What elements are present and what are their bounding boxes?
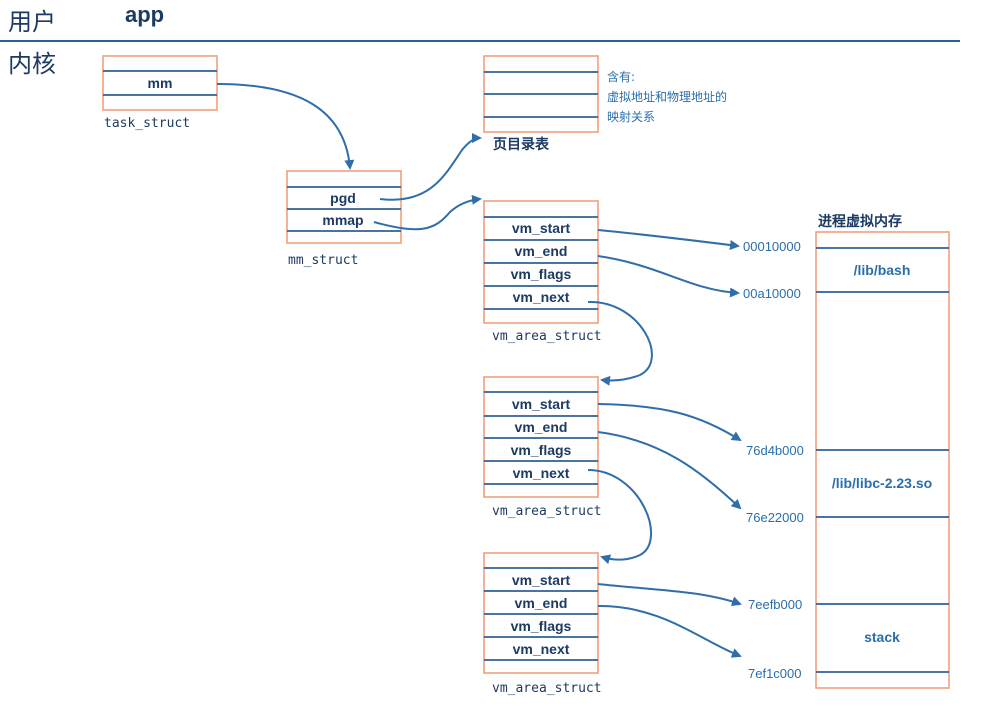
page-table-note-line-1: 含有: — [607, 69, 635, 84]
task-struct-box: mm — [102, 55, 218, 111]
mm-struct-mmap-field: mmap — [322, 212, 363, 228]
arrow-vma2-start — [597, 403, 742, 442]
vm-area-struct-3-box: vm_start vm_end vm_flags vm_next — [483, 552, 599, 674]
mm-struct-pgd-field: pgd — [330, 190, 356, 206]
page-table-box — [483, 55, 599, 133]
vma1-vm-end-field: vm_end — [515, 243, 568, 259]
vma1-vm-flags-field: vm_flags — [511, 266, 572, 282]
mm-struct-label: mm_struct — [288, 253, 358, 268]
region-libc: /lib/libc-2.23.so — [832, 475, 932, 491]
task-struct-label: task_struct — [104, 116, 190, 131]
address-00a10000: 00a10000 — [743, 286, 801, 301]
vma1-label: vm_area_struct — [492, 329, 602, 344]
arrow-vma3-end — [597, 604, 742, 658]
region-stack: stack — [864, 629, 900, 645]
address-00010000: 00010000 — [743, 239, 801, 254]
vm-area-struct-2-box: vm_start vm_end vm_flags vm_next — [483, 376, 599, 498]
arrow-mmap-to-vma1 — [373, 194, 482, 231]
arrow-vma1-end — [597, 255, 740, 298]
page-table-note-line-2: 虚拟地址和物理地址的 — [607, 89, 727, 104]
user-zone-label: 用户 — [8, 8, 56, 36]
vma2-vm-next-field: vm_next — [513, 465, 570, 481]
kernel-zone-label: 内核 — [8, 50, 56, 78]
process-virtual-memory-column — [815, 231, 950, 689]
page-table-note-line-3: 映射关系 — [607, 109, 655, 124]
task-struct-mm-field: mm — [148, 75, 173, 91]
vma1-vm-start-field: vm_start — [512, 220, 571, 236]
arrow-vma3-start — [597, 583, 742, 607]
arrow-mm-to-mm-struct — [216, 83, 355, 170]
region-lib-bash: /lib/bash — [854, 262, 911, 278]
vma2-label: vm_area_struct — [492, 504, 602, 519]
vma2-vm-flags-field: vm_flags — [511, 442, 572, 458]
arrow-vma1-next — [587, 300, 653, 386]
address-76e22000: 76e22000 — [746, 510, 804, 525]
app-label: app — [125, 2, 164, 27]
vma3-vm-flags-field: vm_flags — [511, 618, 572, 634]
process-virtual-memory-title: 进程虚拟内存 — [818, 213, 902, 230]
mm-struct-box: pgd mmap — [286, 170, 402, 244]
address-7ef1c000: 7ef1c000 — [748, 666, 802, 681]
vma2-vm-end-field: vm_end — [515, 419, 568, 435]
arrow-vma2-end — [597, 431, 742, 510]
vma3-vm-end-field: vm_end — [515, 595, 568, 611]
address-7eefb000: 7eefb000 — [748, 597, 802, 612]
vm-area-struct-1-box: vm_start vm_end vm_flags vm_next — [483, 200, 599, 324]
vma3-vm-start-field: vm_start — [512, 572, 571, 588]
arrow-pgd-to-page-table — [379, 133, 482, 201]
page-table-label: 页目录表 — [493, 136, 550, 153]
address-76d4b000: 76d4b000 — [746, 443, 804, 458]
vma2-vm-start-field: vm_start — [512, 396, 571, 412]
vma1-vm-next-field: vm_next — [513, 289, 570, 305]
arrow-vma1-start — [597, 229, 740, 250]
vma3-vm-next-field: vm_next — [513, 641, 570, 657]
arrow-vma2-next — [587, 469, 652, 565]
vma3-label: vm_area_struct — [492, 681, 602, 696]
